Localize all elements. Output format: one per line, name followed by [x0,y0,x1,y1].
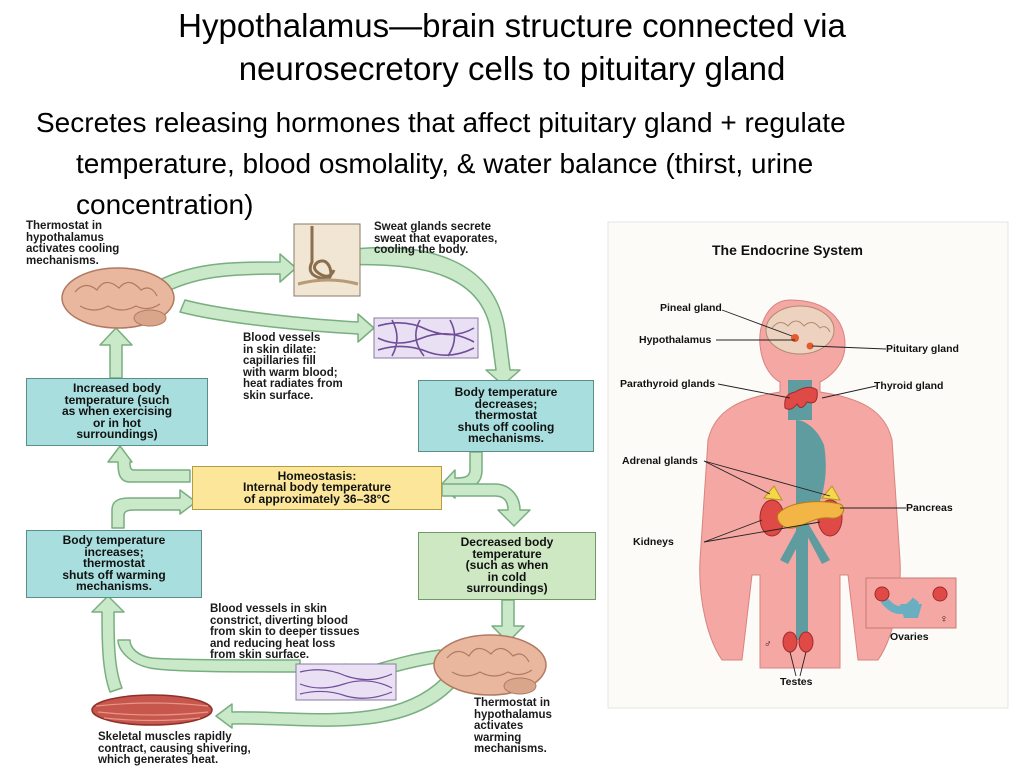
brain-bottom-icon [433,634,547,696]
label-parathyroid-glands: Parathyroid glands [620,378,716,390]
arrow-increases-to-homeostasis [111,489,197,529]
bullet-line-3: concentration) [76,189,254,220]
arrow-increased-to-brain [99,327,133,379]
label-pituitary-gland: Pituitary gland [886,343,959,355]
label-testes: Testes [780,676,813,688]
title-line-2: neurosecretory cells to pituitary gland [238,50,786,87]
arrow-homeostasis-to-increased [107,445,191,483]
label-pineal-gland: Pineal gland [660,302,722,314]
brain-top-icon [61,267,175,329]
label-kidneys: Kidneys [633,536,674,548]
muscle-icon [91,694,213,726]
arrow-brain-to-muscles [215,671,461,729]
arrow-homeostasis-to-decreased [441,483,531,527]
arrow-decreased-to-brain [491,599,525,643]
arrow-brain-to-sweat [149,253,297,296]
bullet-line-1: Secretes releasing hormones that affect … [36,107,846,138]
female-symbol-icon: ♀ [940,613,948,625]
label-ovaries: Ovaries [890,631,929,643]
arrow-constrict-to-left [117,639,301,673]
title-line-1: Hypothalamus—brain structure connected v… [178,7,846,44]
label-pancreas: Pancreas [906,502,953,514]
slide-title: Hypothalamus—brain structure connected v… [0,4,1024,90]
bullet-text: Secretes releasing hormones that affect … [36,102,996,225]
bullet-line-2: temperature, blood osmolality, & water b… [76,148,814,179]
label-hypothalamus: Hypothalamus [639,334,712,346]
arrow-brain-to-vessels [179,299,375,343]
sweat-gland-icon [293,223,361,297]
male-symbol-icon: ♂ [764,638,772,650]
endocrine-title: The Endocrine System [712,242,863,258]
capillaries-dilated-icon [373,317,479,359]
capillaries-constricted-icon [295,663,397,701]
label-adrenal-glands: Adrenal glands [622,455,698,467]
label-thyroid-gland: Thyroid gland [874,380,944,392]
